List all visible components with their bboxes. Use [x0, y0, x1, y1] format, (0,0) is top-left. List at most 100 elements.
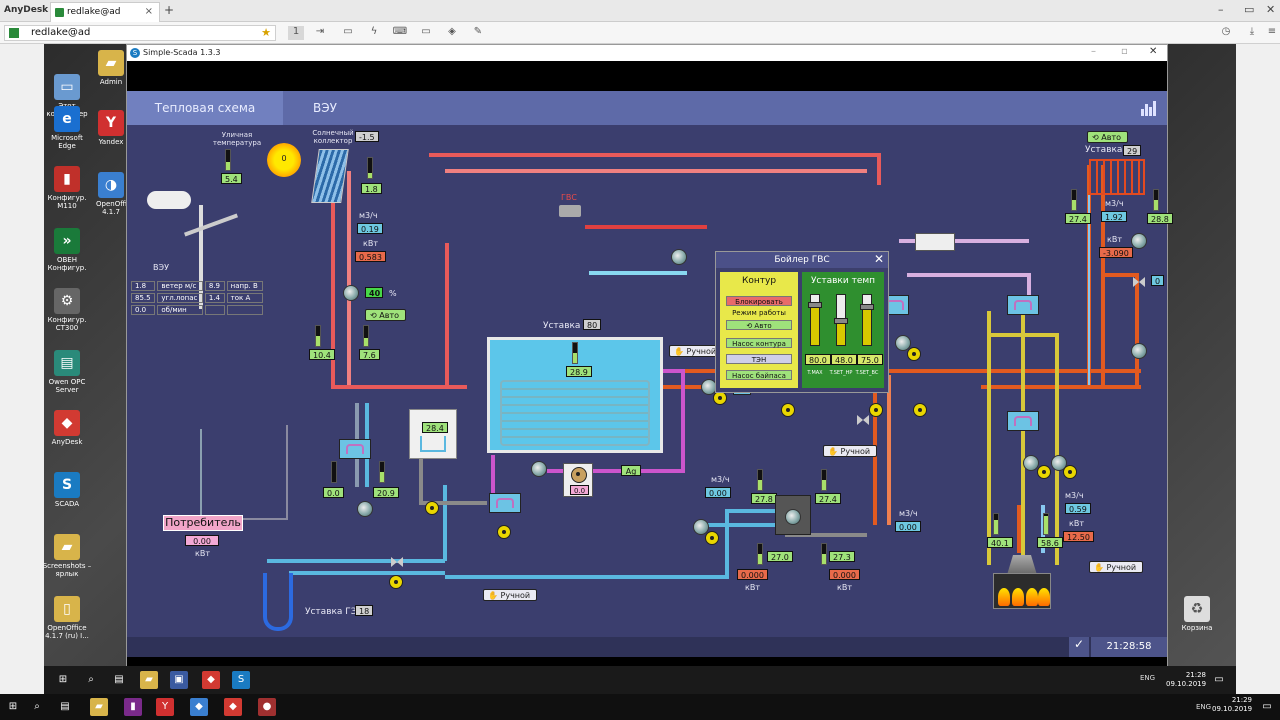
valve-right[interactable]	[1133, 277, 1145, 287]
pump-tank-icon[interactable]	[531, 461, 547, 477]
permissions-icon[interactable]: ◈	[448, 26, 456, 37]
block-button[interactable]: Блокировать	[726, 296, 792, 306]
tank-manual-button[interactable]: ✋ Ручной	[669, 345, 724, 357]
new-tab-button[interactable]: +	[164, 3, 175, 17]
mode-auto-button[interactable]: ⟲ Авто	[726, 320, 792, 330]
hand-mode-icon-7[interactable]	[913, 403, 927, 417]
tank-setpoint-value[interactable]: 80	[583, 319, 602, 330]
slider-knob[interactable]	[808, 302, 822, 308]
setpoint-value[interactable]: 80.0	[805, 354, 831, 365]
valve-mid-2[interactable]	[857, 415, 869, 425]
pump-right-top-icon[interactable]	[1131, 233, 1147, 249]
desktop-icon[interactable]: ▰Screenshots – ярлык	[44, 534, 92, 578]
yandex-icon[interactable]: Y	[156, 698, 174, 716]
favorite-star-icon[interactable]: ★	[261, 26, 271, 39]
keyboard-icon[interactable]: ⌨	[392, 26, 408, 37]
tab-heat-scheme[interactable]: Тепловая схема	[127, 91, 283, 125]
hand-mode-icon-5[interactable]	[781, 403, 795, 417]
solar-setpoint[interactable]: -1.5	[355, 131, 379, 142]
monitor-icon[interactable]: 1	[288, 26, 304, 40]
setpoint-value[interactable]: 75.0	[857, 354, 883, 365]
tab-close-icon[interactable]: ×	[144, 6, 153, 17]
session-tab[interactable]: redlake@ad ×	[50, 2, 160, 22]
hand-mode-icon-2[interactable]	[497, 525, 511, 539]
search-icon[interactable]: ⌕	[34, 701, 40, 712]
browser-icon[interactable]: ◆	[190, 698, 208, 716]
actions-bolt-icon[interactable]: ϟ	[370, 26, 378, 37]
hand-mode-icon[interactable]	[425, 501, 439, 515]
ten-button[interactable]: ТЭН	[726, 354, 792, 364]
slider-knob[interactable]	[860, 304, 874, 310]
maximize-button[interactable]: ▭	[1244, 3, 1255, 16]
setpoint-slider[interactable]	[808, 294, 822, 346]
hand-mode-icon-8[interactable]	[705, 531, 719, 545]
remote-search-icon[interactable]: ⌕	[88, 674, 94, 685]
desktop-icon[interactable]: »OBEH Конфигур.	[44, 228, 92, 272]
compressor-pump-icon[interactable]	[785, 509, 801, 525]
desktop-icon[interactable]: ▮Конфигур. M110	[44, 166, 92, 210]
ack-check-button[interactable]: ✓	[1069, 637, 1089, 657]
bypass-pump-button[interactable]: Насос байпаса	[726, 370, 792, 380]
tray-lang[interactable]: ENG	[1196, 703, 1212, 711]
download-icon[interactable]: ⤓	[1249, 26, 1255, 37]
display-icon[interactable]: ▭	[421, 26, 431, 37]
app-icon[interactable]: ▮	[124, 698, 142, 716]
boiler-close-icon[interactable]: ✕	[873, 252, 884, 266]
start-icon[interactable]: ⊞	[8, 701, 18, 712]
pump-boiler-1-icon[interactable]	[1023, 455, 1039, 471]
slider-knob[interactable]	[834, 318, 848, 324]
minimize-button[interactable]: –	[1218, 3, 1224, 16]
bottom-manual-button[interactable]: ✋ Ручной	[483, 589, 538, 601]
remote-scada-icon[interactable]: S	[232, 671, 250, 689]
setpoint-slider[interactable]	[860, 294, 874, 346]
trends-icon[interactable]	[1141, 100, 1157, 116]
anydesk-taskbar-icon[interactable]: ◆	[224, 698, 242, 716]
ground-setpoint-value[interactable]: 18	[355, 605, 374, 616]
hand-mode-icon-3[interactable]	[389, 575, 403, 589]
hand-mode-icon-11[interactable]	[1063, 465, 1077, 479]
desktop-icon[interactable]: ▰Admin	[96, 50, 126, 86]
hand-mode-icon-10[interactable]	[1037, 465, 1051, 479]
pump-boiler-2-icon[interactable]	[1051, 455, 1067, 471]
contour-pump-button[interactable]: Насос контура	[726, 338, 792, 348]
remote-save-icon[interactable]: ▣	[170, 671, 188, 689]
pump-right-mid-icon[interactable]	[1131, 343, 1147, 359]
solar-auto-button[interactable]: ⟲ Авто	[365, 309, 406, 321]
close-button[interactable]: ✕	[1266, 3, 1276, 16]
hand-mode-icon-6[interactable]	[869, 403, 883, 417]
pump-hx1-icon[interactable]	[357, 501, 373, 517]
pump-right-2-icon[interactable]	[895, 335, 911, 351]
remote-explorer-icon[interactable]: ▰	[140, 671, 158, 689]
hand-mode-icon-4[interactable]	[713, 391, 727, 405]
valve-ground-1[interactable]	[391, 557, 403, 567]
remote-tray-lang[interactable]: ENG	[1140, 674, 1156, 682]
notifications-icon[interactable]: ▭	[1262, 701, 1272, 712]
pump-speed-value[interactable]: 40	[365, 287, 383, 298]
hand-mode-icon-9[interactable]	[907, 347, 921, 361]
valve-right-value[interactable]: 0	[1151, 275, 1165, 286]
scada-minimize-button[interactable]: –	[1091, 46, 1096, 57]
scada-close-button[interactable]: ✕	[1149, 46, 1158, 57]
whiteboard-icon[interactable]: ✎	[473, 26, 483, 37]
menu-icon[interactable]: ≡	[1267, 26, 1277, 37]
recorder-icon[interactable]: ●	[258, 698, 276, 716]
desktop-icon[interactable]: ⚙Конфигур. CT300	[44, 288, 92, 332]
desktop-icon[interactable]: ▯OpenOffice 4.1.7 (ru) I...	[44, 596, 92, 640]
right-setpoint-value[interactable]: 29	[1123, 145, 1142, 156]
solar-pump-icon[interactable]	[343, 285, 359, 301]
mid-manual-button[interactable]: ✋ Ручной	[823, 445, 878, 457]
remote-taskview-icon[interactable]: ▤	[114, 674, 124, 685]
tab-veu[interactable]: ВЭУ	[313, 101, 337, 115]
scada-maximize-button[interactable]: ▫	[1121, 46, 1128, 57]
gvs-pump-icon[interactable]	[671, 249, 687, 265]
address-bar[interactable]: redlake@ad ★	[4, 25, 276, 41]
history-icon[interactable]: ◷	[1221, 26, 1231, 37]
desktop-icon[interactable]: ◆AnyDesk	[44, 410, 92, 446]
pump-left-icon[interactable]	[693, 519, 709, 535]
boiler-manual-button[interactable]: ✋ Ручной	[1089, 561, 1144, 573]
remote-notifications-icon[interactable]: ▭	[1214, 674, 1224, 685]
action-icon[interactable]: ⇥	[315, 26, 325, 37]
